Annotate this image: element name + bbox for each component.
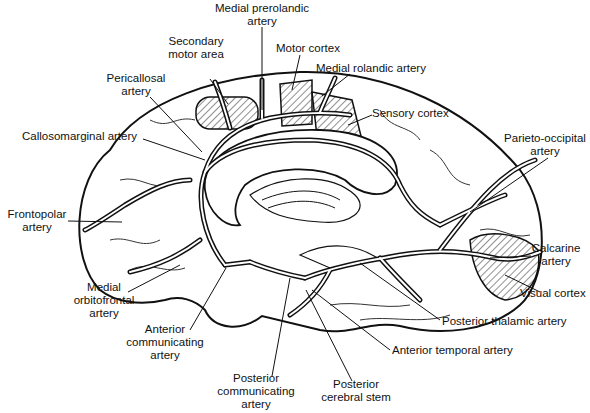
artery-label: Parieto-occipital artery <box>500 132 590 158</box>
artery-label: Sensory cortex <box>372 107 462 120</box>
artery-label: Frontopolar artery <box>2 208 72 234</box>
artery-label: Visual cortex <box>520 287 590 300</box>
artery-label: Anterior communicating artery <box>120 323 210 362</box>
artery-label: Secondary motor area <box>164 35 228 61</box>
motor-cortex-area <box>280 80 312 126</box>
artery-label: Posterior thalamic artery <box>442 315 590 328</box>
artery-label: Medial rolandic artery <box>316 62 446 75</box>
artery-label: Anterior temporal artery <box>392 344 542 357</box>
artery-label: Calcarine artery <box>525 242 587 268</box>
artery-label: Pericallosal artery <box>100 72 172 98</box>
artery-label: Posterior communicating artery <box>208 372 304 411</box>
artery-label: Medial orbitofrontal artery <box>70 281 138 320</box>
artery-label: Motor cortex <box>276 42 356 55</box>
artery-label: Callosomarginal artery <box>22 130 152 143</box>
artery-label: Medial prerolandic artery <box>212 2 312 28</box>
artery-label: Posterior cerebral stem <box>312 378 400 404</box>
leader-lines <box>68 27 548 381</box>
